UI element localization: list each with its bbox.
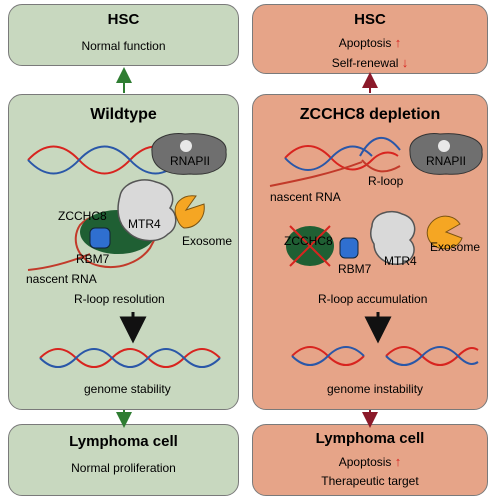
left-rnapii-label: RNAPII bbox=[170, 154, 211, 168]
left-hsc-status: Normal function bbox=[81, 39, 166, 53]
right-nascent-rna-label: nascent RNA bbox=[270, 190, 341, 204]
left-resolution-label: R-loop resolution bbox=[74, 292, 165, 306]
left-hsc-title: HSC bbox=[107, 11, 140, 28]
left-main-title: Wildtype bbox=[90, 106, 157, 123]
right-hsc-apoptosis-label: Apoptosis bbox=[338, 36, 392, 50]
right-hsc-self-renewal: Self-renewal ↓ bbox=[253, 55, 487, 70]
right-rloop-label: R-loop bbox=[368, 174, 404, 188]
right-instability-label: genome instability bbox=[327, 382, 424, 396]
right-accumulation-label: R-loop accumulation bbox=[318, 292, 428, 306]
left-rnapii-shape bbox=[151, 133, 227, 175]
right-mtr4-label: MTR4 bbox=[384, 254, 417, 268]
left-hsc-panel: HSC Normal function bbox=[8, 4, 239, 66]
left-mtr4-label: MTR4 bbox=[128, 217, 161, 231]
right-main-title: ZCCHC8 depletion bbox=[299, 106, 441, 123]
increase-arrow-icon: ↑ bbox=[394, 35, 402, 50]
right-broken-genome-helix bbox=[291, 346, 479, 366]
right-hsc-self-renewal-label: Self-renewal bbox=[331, 56, 399, 70]
right-exosome-label: Exosome bbox=[430, 240, 481, 254]
decrease-arrow-icon: ↓ bbox=[401, 55, 409, 70]
left-genome-helix bbox=[39, 348, 221, 368]
right-rbm7-label: RBM7 bbox=[338, 262, 372, 276]
right-rnapii-shape bbox=[409, 133, 483, 175]
left-lymphoma-title: Lymphoma cell bbox=[69, 433, 178, 450]
right-hsc-apoptosis: Apoptosis ↑ bbox=[253, 35, 487, 50]
right-lymphoma-target: Therapeutic target bbox=[321, 474, 419, 488]
right-zcchc8-label: ZCCHC8 bbox=[284, 234, 333, 248]
left-zcchc8-label: ZCCHC8 bbox=[58, 209, 107, 223]
increase-arrow-icon: ↑ bbox=[394, 454, 402, 469]
left-lymphoma-status: Normal proliferation bbox=[71, 461, 176, 475]
left-stability-label: genome stability bbox=[84, 382, 171, 396]
left-exosome-label: Exosome bbox=[182, 234, 233, 248]
right-nascent-rna-line bbox=[269, 161, 363, 187]
right-hsc-title: HSC bbox=[354, 11, 386, 28]
left-lymphoma-panel: Lymphoma cell Normal proliferation bbox=[8, 424, 239, 496]
right-separated-complex bbox=[286, 210, 463, 267]
right-hsc-panel: HSC Apoptosis ↑ Self-renewal ↓ bbox=[252, 4, 488, 74]
right-lymphoma-title: Lymphoma cell bbox=[315, 430, 425, 447]
left-nascent-rna-label: nascent RNA bbox=[26, 272, 97, 286]
right-lymphoma-apoptosis-label: Apoptosis bbox=[338, 455, 392, 469]
left-rbm7-label: RBM7 bbox=[76, 252, 110, 266]
right-rnapii-label: RNAPII bbox=[426, 154, 467, 168]
left-complex bbox=[27, 179, 205, 271]
right-lymphoma-apoptosis: Apoptosis ↑ bbox=[253, 454, 487, 469]
right-dna-helix bbox=[284, 137, 401, 173]
right-lymphoma-panel: Lymphoma cell Apoptosis ↑ Therapeutic ta… bbox=[252, 424, 488, 496]
